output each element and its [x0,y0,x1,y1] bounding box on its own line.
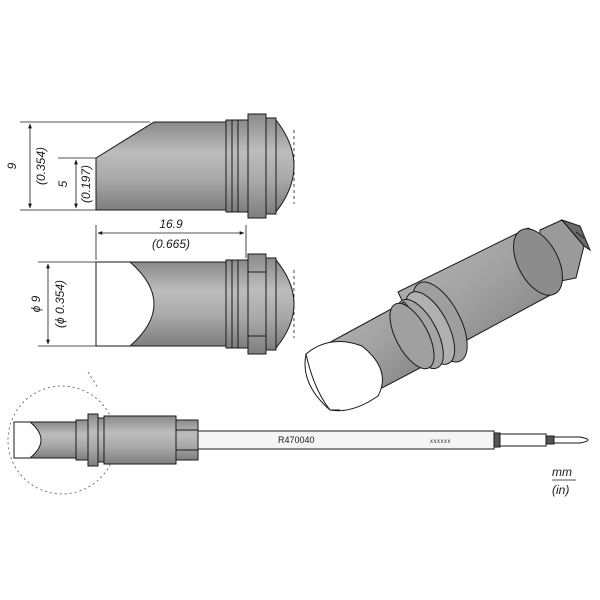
assembly-hex [175,419,199,461]
isometric-view-tip-face [304,341,383,412]
assembly-view [7,371,589,495]
dim-length-in: (0.665) [152,237,190,251]
dim-height-total-in: (0.354) [34,147,48,185]
isometric-view [304,218,592,412]
dim-height-total [20,121,150,211]
dim-diameter-mm: ϕ 9 [29,295,43,312]
part-number: R470040 [278,435,315,445]
dim-length [95,225,247,260]
dim-diameter [38,261,96,347]
part-marking: xxxxxx [430,439,451,445]
top-view [95,253,295,355]
dim-height-total-mm: 9 [5,162,19,169]
dim-height-tip [58,157,96,209]
side-view [95,113,295,219]
assembly-sleeve [103,415,177,465]
top-view-ring [247,253,267,355]
side-view-collar [225,119,249,213]
side-view-ring [247,113,267,219]
assembly-tip-face [13,421,42,459]
dim-height-tip-mm: 5 [56,180,70,187]
assembly-pin-tip [553,436,589,444]
unit-secondary: (in) [552,483,569,497]
side-view-back [275,118,295,214]
top-view-tip-face [95,261,155,347]
side-view-body [95,121,227,211]
dim-height-tip-in: (0.197) [79,165,93,203]
top-view-back [275,258,295,350]
top-view-collar [225,259,249,349]
unit-primary: mm [552,465,572,479]
dim-diameter-in: (ϕ 0.354) [53,280,67,328]
dim-length-mm: 16.9 [159,217,183,231]
